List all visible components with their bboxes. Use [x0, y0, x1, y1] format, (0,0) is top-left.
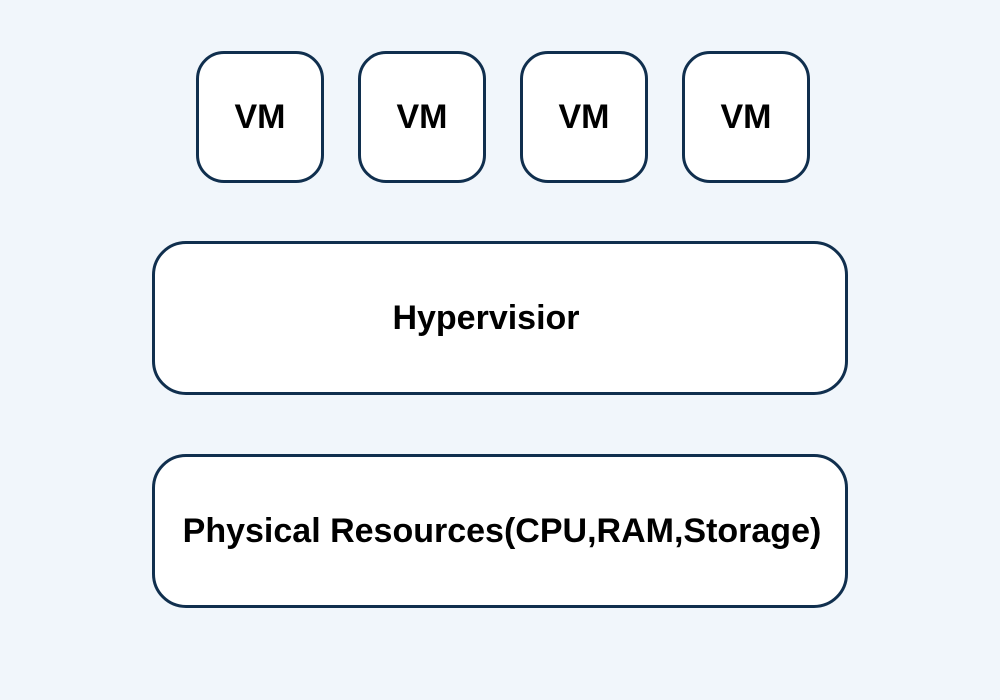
vm-box-4: VM: [682, 51, 810, 183]
vm-label-3: VM: [558, 97, 610, 136]
vm-box-1: VM: [196, 51, 324, 183]
physical-resources-layer: Physical Resources(CPU,RAM,Storage): [152, 454, 848, 608]
vm-label-1: VM: [234, 97, 286, 136]
vm-label-4: VM: [720, 97, 772, 136]
physical-resources-label: Physical Resources(CPU,RAM,Storage): [182, 511, 822, 550]
vm-box-3: VM: [520, 51, 648, 183]
vm-box-2: VM: [358, 51, 486, 183]
vm-label-2: VM: [396, 97, 448, 136]
hypervisor-label: Hypervisior: [392, 298, 580, 337]
hypervisor-layer: Hypervisior: [152, 241, 848, 395]
